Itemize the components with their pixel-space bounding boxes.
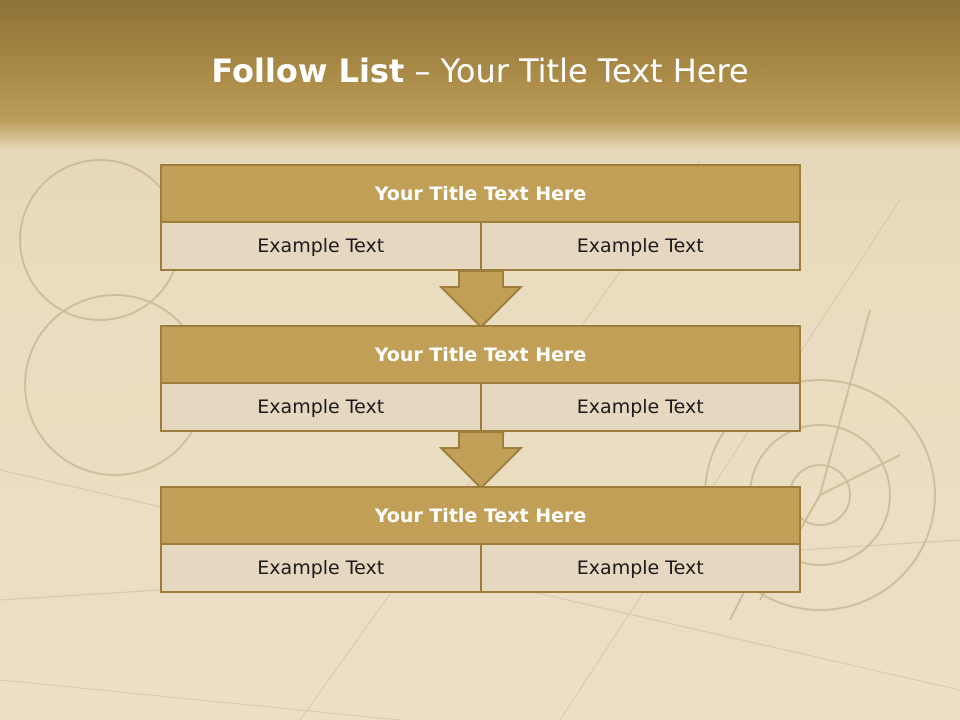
block-cell-left: Example Text [160, 223, 482, 271]
block-row: Example Text Example Text [160, 223, 801, 271]
slide-title: Follow List – Your Title Text Here [0, 52, 960, 90]
block-cell-right: Example Text [481, 223, 801, 271]
down-arrow-icon [439, 271, 523, 329]
list-block-1: Your Title Text Here Example Text Exampl… [160, 164, 801, 271]
block-row: Example Text Example Text [160, 545, 801, 593]
block-cell-left: Example Text [160, 545, 482, 593]
slide-title-bold: Follow List [211, 52, 405, 90]
down-arrow-icon [439, 432, 523, 490]
block-title: Your Title Text Here [160, 325, 801, 384]
block-row: Example Text Example Text [160, 384, 801, 432]
block-cell-left: Example Text [160, 384, 482, 432]
header-band [0, 0, 960, 150]
list-block-3: Your Title Text Here Example Text Exampl… [160, 486, 801, 593]
block-title: Your Title Text Here [160, 486, 801, 545]
slide-title-rest: – Your Title Text Here [404, 52, 749, 90]
block-cell-right: Example Text [481, 545, 801, 593]
list-block-2: Your Title Text Here Example Text Exampl… [160, 325, 801, 432]
block-title: Your Title Text Here [160, 164, 801, 223]
block-cell-right: Example Text [481, 384, 801, 432]
